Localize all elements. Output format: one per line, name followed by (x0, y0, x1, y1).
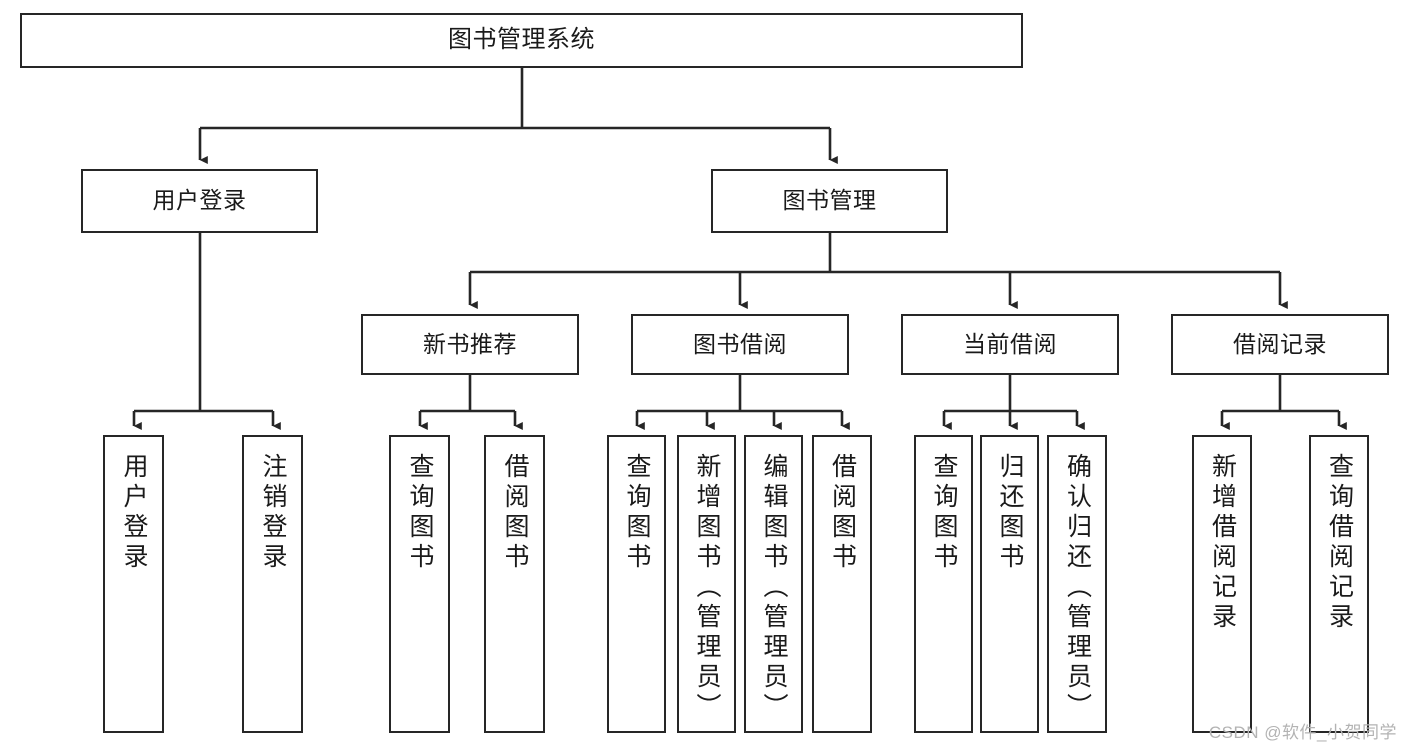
node-label: 注销登录 (259, 453, 287, 573)
node-label: 借阅图书 (501, 453, 529, 573)
node-label: 新书推荐 (423, 330, 517, 357)
node-l3c4[interactable]: 借阅图书 (812, 435, 872, 733)
node-l3c2[interactable]: 新增图书（管理员） (677, 435, 736, 733)
node-l3d2[interactable]: 归还图书 (980, 435, 1039, 733)
node-l1a[interactable]: 用户登录 (81, 169, 318, 233)
node-l2c[interactable]: 当前借阅 (901, 314, 1119, 375)
node-label: 图书管理 (782, 187, 877, 214)
node-l3e2[interactable]: 查询借阅记录 (1309, 435, 1369, 733)
node-label: 借阅记录 (1233, 330, 1327, 357)
node-l3c1[interactable]: 查询图书 (607, 435, 666, 733)
node-l3d1[interactable]: 查询图书 (914, 435, 973, 733)
node-l2b[interactable]: 图书借阅 (631, 314, 849, 375)
node-label: 查询图书 (623, 453, 651, 573)
node-label: 编辑图书（管理员） (760, 453, 788, 723)
node-label: 新增借阅记录 (1208, 453, 1237, 633)
node-label: 当前借阅 (963, 330, 1057, 357)
node-label: 用户登录 (120, 453, 148, 573)
node-label: 新增图书（管理员） (693, 453, 721, 723)
node-label: 归还图书 (996, 453, 1024, 573)
node-l3b1[interactable]: 查询图书 (389, 435, 450, 733)
node-l3c3[interactable]: 编辑图书（管理员） (744, 435, 803, 733)
node-label: 查询图书 (930, 453, 958, 573)
node-label: 图书管理系统 (448, 26, 595, 54)
node-label: 用户登录 (152, 187, 247, 214)
watermark: CSDN @软件_小贺同学 (1208, 723, 1397, 742)
node-l3e1[interactable]: 新增借阅记录 (1192, 435, 1252, 733)
node-label: 查询图书 (406, 453, 434, 573)
node-l3a1[interactable]: 用户登录 (103, 435, 164, 733)
node-label: 查询借阅记录 (1325, 453, 1354, 633)
node-l3a2[interactable]: 注销登录 (242, 435, 303, 733)
node-l1b[interactable]: 图书管理 (711, 169, 948, 233)
node-l3b2[interactable]: 借阅图书 (484, 435, 545, 733)
node-l2a[interactable]: 新书推荐 (361, 314, 579, 375)
node-label: 图书借阅 (693, 330, 787, 357)
node-root[interactable]: 图书管理系统 (20, 13, 1023, 68)
node-l3d3[interactable]: 确认归还（管理员） (1047, 435, 1107, 733)
node-l2d[interactable]: 借阅记录 (1171, 314, 1389, 375)
node-label: 借阅图书 (828, 453, 857, 573)
node-label: 确认归还（管理员） (1063, 453, 1092, 723)
